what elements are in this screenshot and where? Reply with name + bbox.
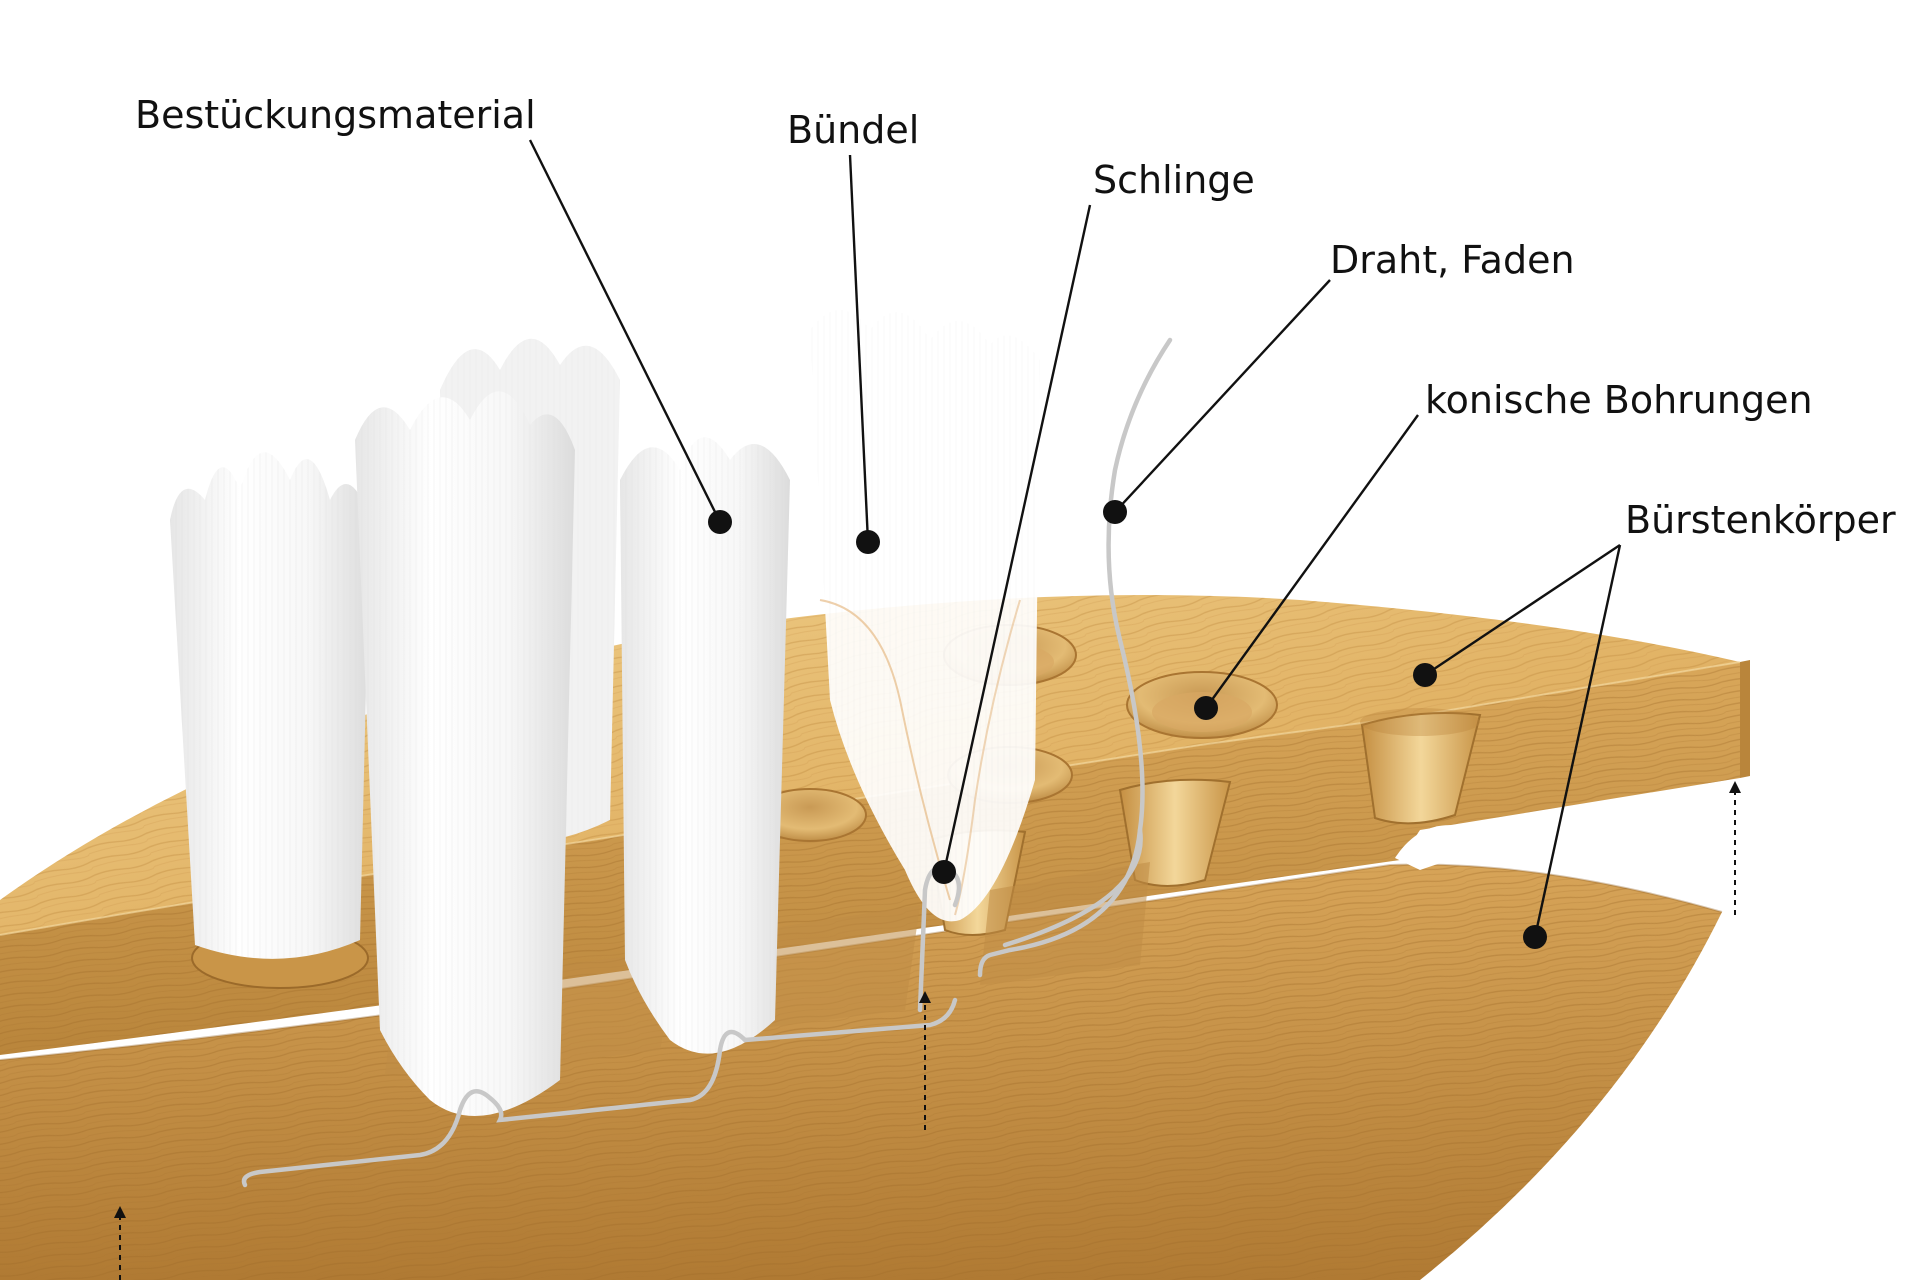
dot-buerstenkoerper-upper [1413, 663, 1437, 687]
dot-draht-faden [1103, 500, 1127, 524]
leader-lines [528, 139, 1622, 938]
dot-buerstenkoerper-lower [1523, 925, 1547, 949]
label-konische-bohrungen: konische Bohrungen [1425, 378, 1813, 422]
label-buendel: Bündel [787, 108, 919, 152]
label-buerstenkoerper: Bürstenkörper [1625, 498, 1896, 542]
label-bestueckungsmaterial: Bestückungsmaterial [135, 93, 536, 137]
label-schlinge: Schlinge [1093, 158, 1255, 202]
arrowhead-left-icon [114, 1206, 126, 1218]
dot-schlinge [932, 860, 956, 884]
arrowhead-middle-icon [919, 991, 931, 1003]
leader-dots [708, 500, 1547, 949]
wires [241, 337, 1173, 1188]
bristle-tufts [170, 310, 1040, 1116]
dot-buendel [856, 530, 880, 554]
labels: Bestückungsmaterial Bündel Schlinge Drah… [135, 93, 1896, 542]
arrowhead-right-icon [1729, 781, 1741, 793]
label-draht-faden: Draht, Faden [1330, 238, 1575, 282]
dot-konische-bohrungen [1194, 696, 1218, 720]
dot-bestueckungsmaterial [708, 510, 732, 534]
dashed-arrows [114, 781, 1741, 1280]
